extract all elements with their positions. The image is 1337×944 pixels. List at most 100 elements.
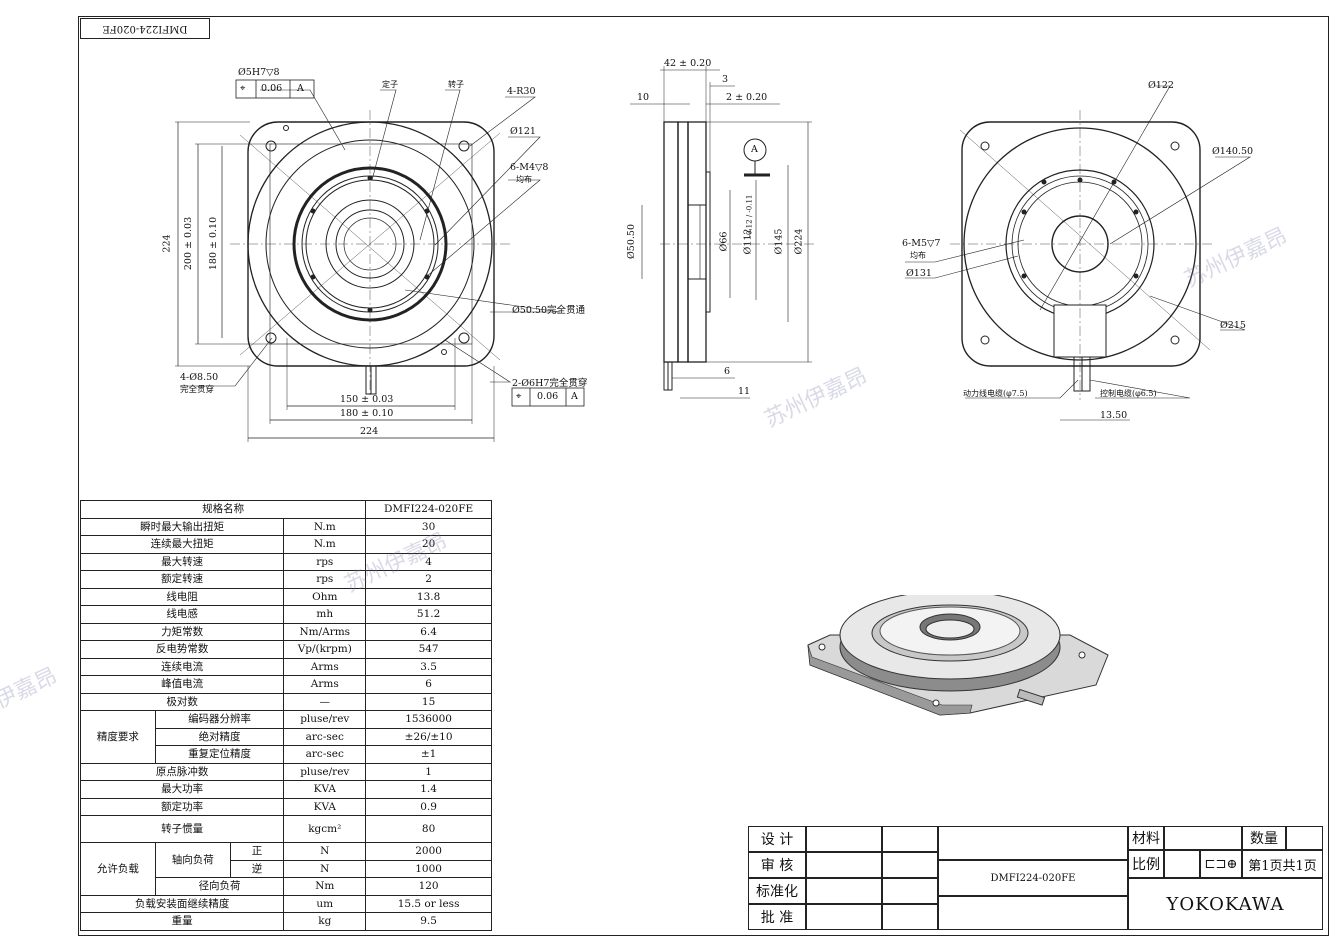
- spec-value: 2000: [365, 842, 492, 861]
- spec-value: 9.5: [365, 912, 492, 931]
- spec-unit: —: [283, 692, 367, 711]
- spec-label: 峰值电流: [79, 675, 285, 694]
- side-d2: 2 ± 0.20: [726, 92, 768, 103]
- side-d5050: Ø50.50: [626, 224, 637, 259]
- rear-ctrl-cable: 控制电缆(φ6.5): [1100, 389, 1157, 398]
- standard-label: 标准化: [748, 878, 806, 904]
- sheet-number: 第1页共1页: [1242, 850, 1323, 878]
- scale-value: [1164, 850, 1200, 878]
- rear-d1350: 13.50: [1100, 410, 1128, 421]
- rear-d215: Ø215: [1220, 320, 1246, 331]
- table-row: 极对数—15: [79, 692, 492, 711]
- precision-group: 精度要求: [80, 710, 156, 764]
- scale-label: 比例: [1128, 850, 1164, 878]
- side-d224: Ø224: [793, 228, 805, 255]
- projection-symbol-icon: ⊏⊐⊕: [1200, 850, 1242, 878]
- fcf-bottom-symbol: ⌖: [516, 391, 522, 402]
- spec-label: 线电感: [79, 605, 285, 624]
- fcf-top-datum: A: [297, 83, 304, 94]
- rear-m5-sub: 均布: [910, 251, 926, 260]
- spec-label: 径向负荷: [154, 877, 285, 896]
- spec-unit: N: [283, 859, 367, 878]
- rear-m5: 6-M5▽7: [902, 238, 941, 249]
- spec-unit: Arms: [283, 675, 367, 694]
- d121-label: Ø121: [510, 126, 536, 137]
- spec-unit: arc-sec: [283, 745, 367, 764]
- spec-label: 瞬时最大输出扭矩: [79, 517, 285, 536]
- material-value: [1164, 826, 1242, 850]
- dim-224-horizontal: 224: [360, 426, 379, 437]
- drawing-number-cell: [938, 896, 1128, 930]
- quantity-value: [1286, 826, 1323, 850]
- spec-label: 额定功率: [79, 797, 285, 816]
- fcf-top-tol: 0.06: [261, 83, 283, 94]
- design-date: [882, 826, 938, 852]
- m4-sub-label: 均布: [516, 175, 532, 184]
- standard-signature: [806, 878, 882, 904]
- spec-value: 0.9: [365, 797, 492, 816]
- holes-label: 4-Ø8.50: [180, 372, 219, 383]
- spec-value: 80: [365, 815, 492, 843]
- spec-unit: Arms: [283, 657, 367, 676]
- stator-label: 定子: [382, 80, 398, 89]
- side-d6: 6: [724, 366, 731, 377]
- axial-load-label: 轴向负荷: [154, 842, 231, 878]
- spec-value: 15: [365, 692, 492, 711]
- review-date: [882, 852, 938, 878]
- spec-label: 原点脉冲数: [79, 762, 285, 781]
- spec-label: 反电势常数: [79, 640, 285, 659]
- spec-label: 极对数: [79, 692, 285, 711]
- spec-label: 最大功率: [79, 780, 285, 799]
- spec-unit: pluse/rev: [283, 710, 367, 729]
- spec-label: 编码器分辨率: [154, 710, 285, 729]
- spec-label: 重复定位精度: [154, 745, 285, 764]
- spec-unit: KVA: [283, 797, 367, 816]
- spec-value: 1536000: [365, 710, 492, 729]
- spec-label: 最大转速: [79, 552, 285, 571]
- part-name-cell: [938, 826, 1128, 860]
- spec-unit: N: [283, 842, 367, 861]
- spec-value: 547: [365, 640, 492, 659]
- spec-value: 15.5 or less: [365, 894, 492, 913]
- spec-unit: um: [283, 894, 367, 913]
- rear-d131: Ø131: [906, 268, 932, 279]
- spec-label: 线电阻: [79, 587, 285, 606]
- spec-value: 1000: [365, 859, 492, 878]
- load-group: 允许负载: [80, 842, 156, 896]
- rear-d122: Ø122: [1148, 80, 1174, 91]
- side-d145: Ø145: [773, 228, 785, 255]
- spec-value: 3.5: [365, 657, 492, 676]
- spec-value: 6: [365, 675, 492, 694]
- spec-unit: Nm/Arms: [283, 622, 367, 641]
- side-d10: 10: [637, 92, 650, 103]
- spec-header-value: DMFI224-020FE: [365, 500, 492, 519]
- title-block: 设 计 审 核 标准化 批 准 DMFI224-020FE 材料 数量 比例 ⊏…: [748, 826, 1323, 930]
- spec-label: 转子惯量: [79, 815, 285, 843]
- spec-unit: pluse/rev: [283, 762, 367, 781]
- spec-unit: KVA: [283, 780, 367, 799]
- rear-view: [905, 85, 1252, 421]
- drawing-labels: Ø5H7▽8 ⌖ 0.06 A 定子 转子 4-R30 Ø121 6-M4▽8 …: [162, 58, 1253, 437]
- side-d11: 11: [738, 386, 751, 397]
- spec-label: 额定转速: [79, 570, 285, 589]
- spec-label: 力矩常数: [79, 622, 285, 641]
- spec-label: 重量: [79, 912, 285, 931]
- fcf-bottom-tol: 0.06: [537, 391, 559, 402]
- spec-value: 6.4: [365, 622, 492, 641]
- spec-unit: N.m: [283, 517, 367, 536]
- holes-sub-label: 完全贯穿: [180, 385, 215, 395]
- side-d42: 42 ± 0.20: [664, 58, 712, 69]
- review-label: 审 核: [748, 852, 806, 878]
- side-d3: 3: [722, 74, 729, 85]
- spec-unit: arc-sec: [283, 727, 367, 746]
